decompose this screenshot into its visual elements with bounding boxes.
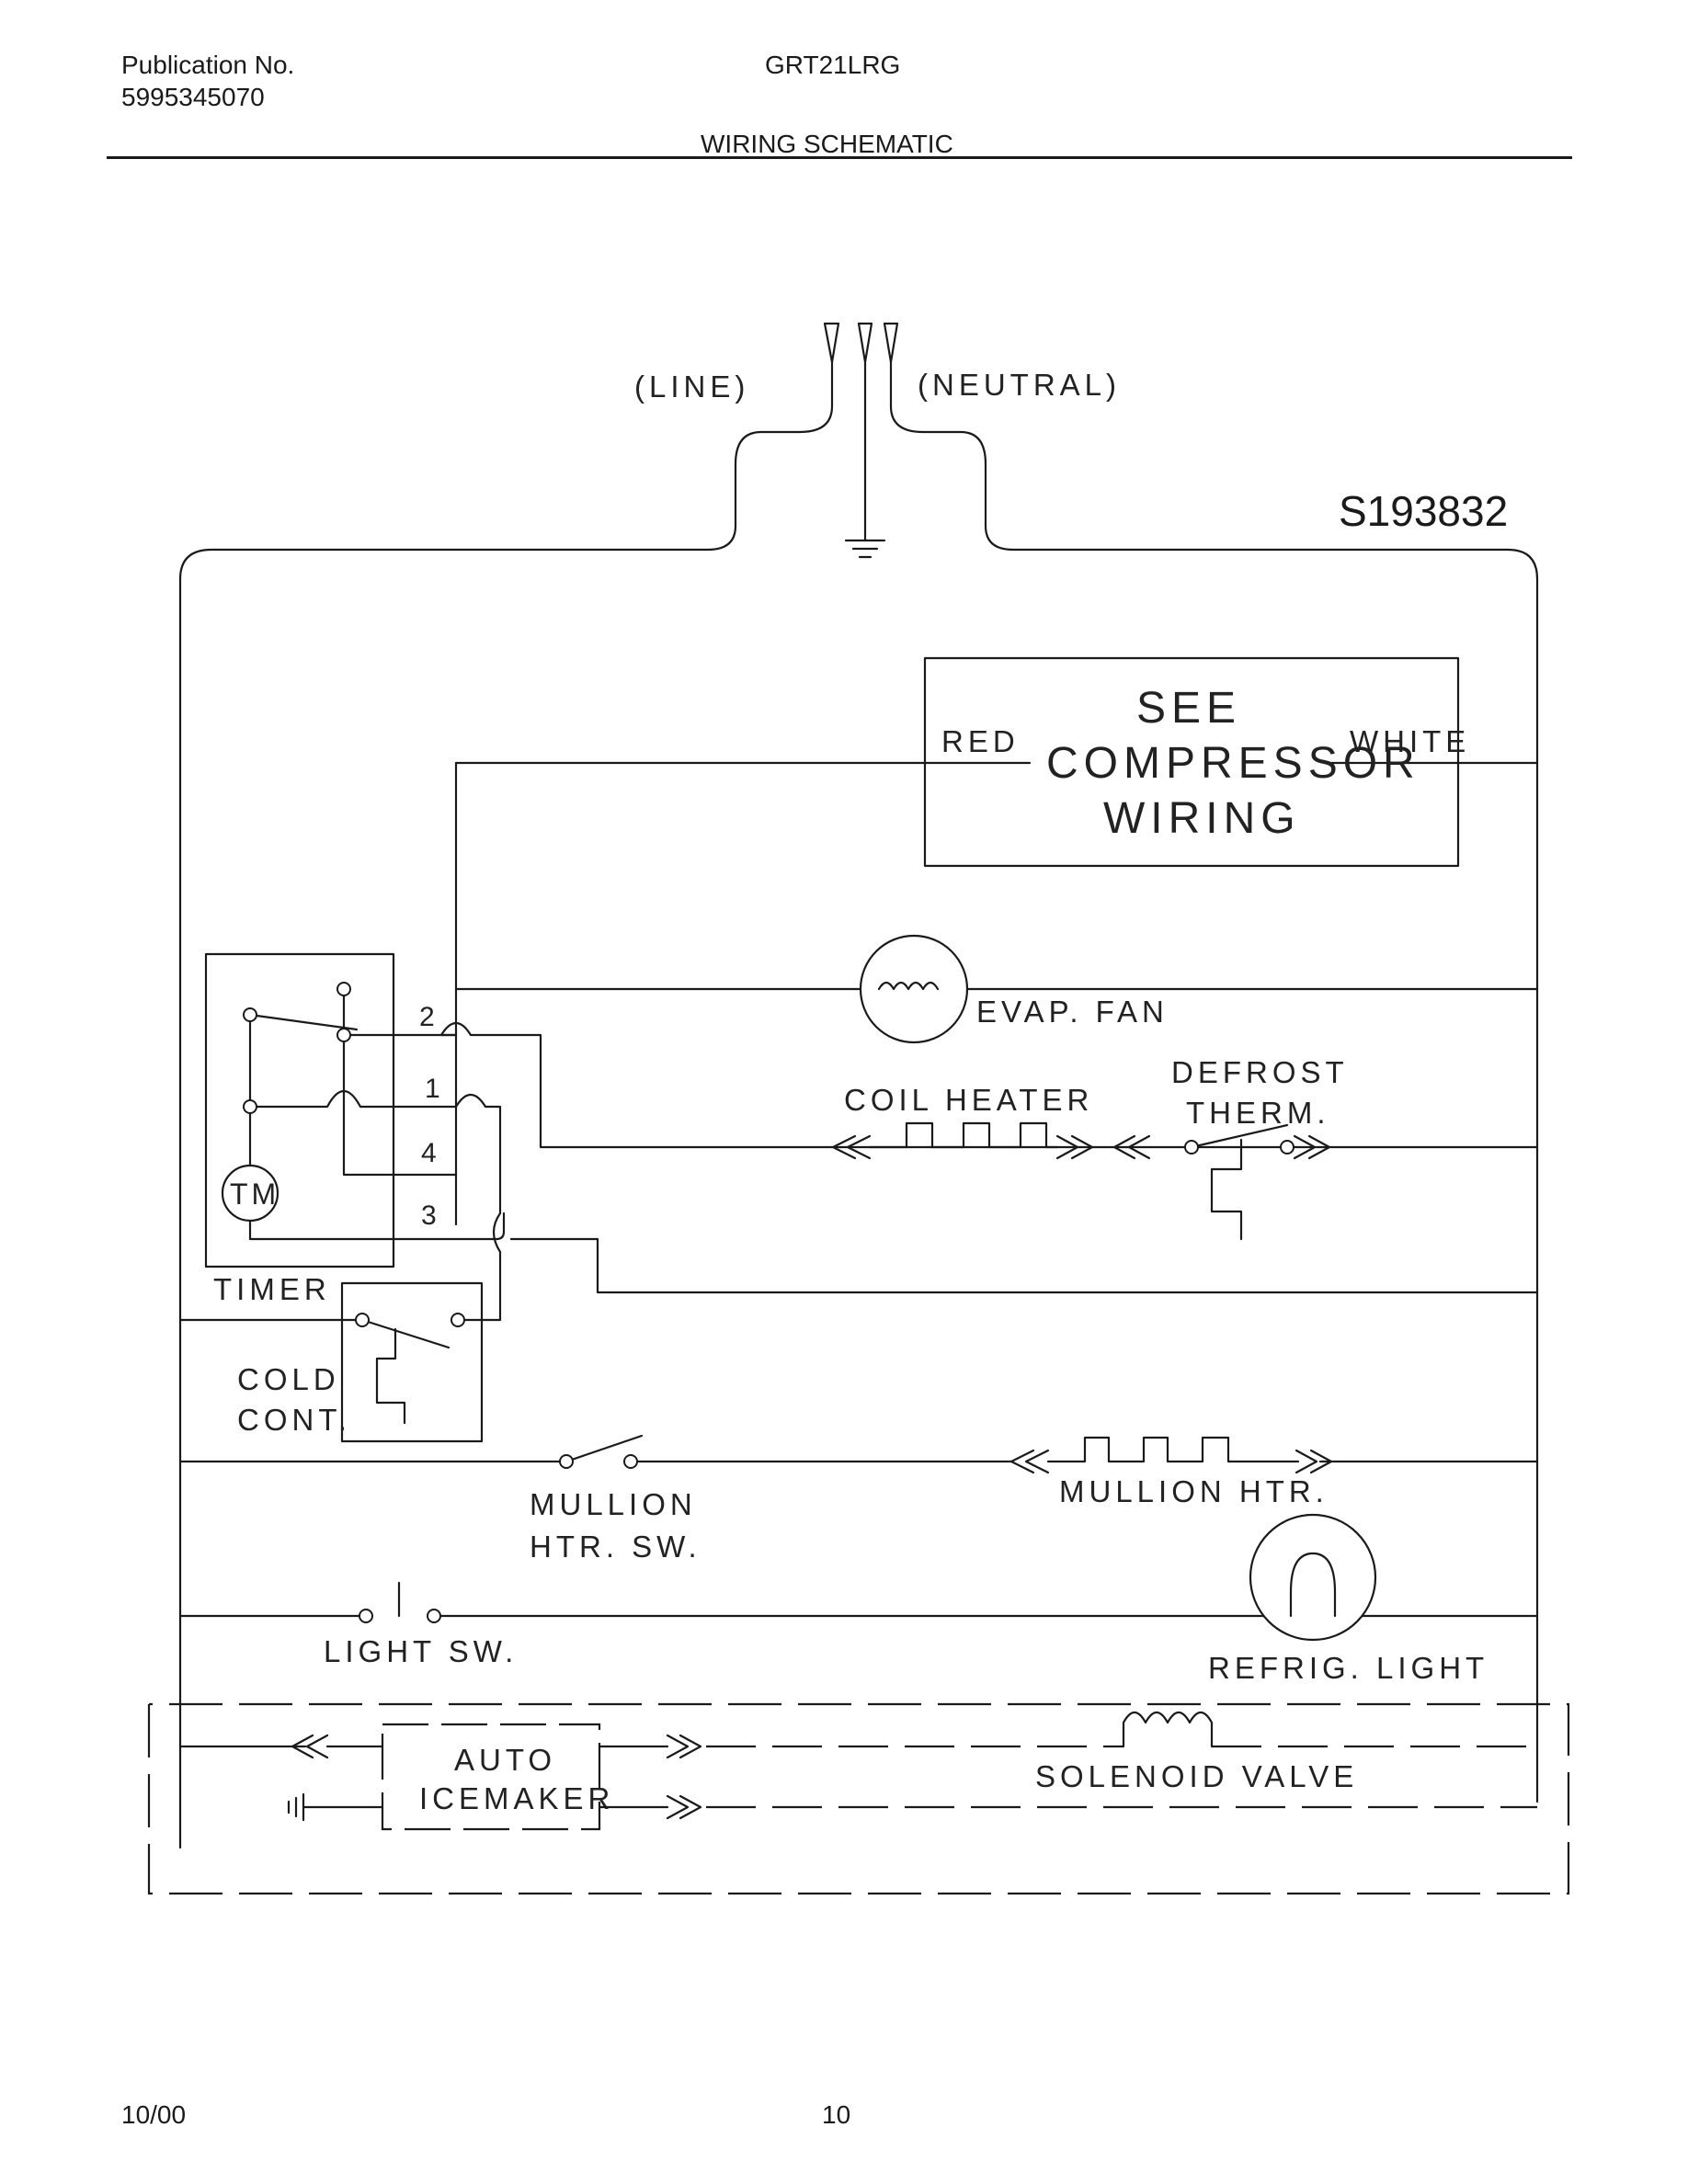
icemaker-optional-boundary	[147, 1702, 1570, 1895]
defrost-label: DEFROST	[1171, 1055, 1349, 1089]
defrost-left-connector	[1112, 1134, 1151, 1160]
footer-page: 10	[822, 2100, 851, 2129]
cold-control-feed	[454, 1093, 502, 1322]
icemaker-ground-icon	[287, 1792, 384, 1822]
coil-heater-label: COIL HEATER	[844, 1083, 1093, 1117]
mullion-left-connector	[1009, 1449, 1050, 1474]
icemaker-dashed-wires	[706, 1745, 1537, 1809]
refrig-light-icon	[1249, 1513, 1377, 1642]
icemaker-right-connector-b	[666, 1794, 702, 1820]
drawing-number: S193832	[1339, 487, 1508, 535]
timer-internal-wires	[248, 1013, 506, 1241]
line-label: (LINE)	[634, 370, 749, 404]
cold-control-arm	[360, 1318, 451, 1349]
power-cord	[178, 322, 1539, 1849]
white-label: WHITE	[1350, 724, 1470, 758]
terminal-1-label: 1	[425, 1074, 440, 1104]
timer-wires-b	[342, 987, 458, 1037]
wiring-label: WIRING	[1103, 794, 1301, 843]
mullion-htr-sw-label-1: MULLION	[530, 1487, 697, 1521]
timer-label: TIMER	[213, 1272, 331, 1306]
coil-heater-icon	[868, 1121, 1059, 1149]
icemaker-box	[381, 1723, 601, 1831]
cold-control-bellows-icon	[375, 1327, 406, 1425]
red-label: RED	[941, 724, 1020, 758]
section-title: WIRING SCHEMATIC	[701, 130, 953, 158]
fan-coil-icon	[877, 981, 940, 991]
mullion-htr-sw-label-2: HTR. SW.	[530, 1530, 701, 1564]
tm-label: TM	[230, 1177, 279, 1211]
defrost-therm-bimetal-icon	[1210, 1138, 1243, 1241]
defrost-therm-arm	[1190, 1123, 1289, 1149]
publication-label: Publication No.	[121, 51, 295, 79]
therm-label: THERM.	[1186, 1096, 1330, 1130]
mullion-heater-icon	[1046, 1436, 1300, 1463]
footer-date: 10/00	[121, 2100, 187, 2129]
model-number: GRT21LRG	[765, 51, 901, 79]
icemaker-right-connector-a	[666, 1734, 702, 1759]
light-sw-label: LIGHT SW.	[324, 1634, 518, 1668]
terminal-4-label: 4	[421, 1138, 437, 1168]
icemaker-left-connector	[291, 1734, 329, 1759]
refrig-light-label: REFRIG. LIGHT	[1208, 1651, 1488, 1685]
mullion-right-connector	[1295, 1449, 1333, 1474]
header-rule	[107, 156, 1572, 159]
solenoid-coil-icon	[1122, 1711, 1214, 1748]
terminal-3-wire	[509, 1237, 1539, 1294]
publication-number: 5995345070	[121, 83, 265, 111]
mullion-switch-arm	[565, 1434, 644, 1463]
see-label: SEE	[1136, 684, 1241, 733]
compressor-wires	[454, 761, 1539, 1226]
auto-label: AUTO	[454, 1743, 556, 1777]
evap-fan-label: EVAP. FAN	[976, 995, 1169, 1029]
cold-label: COLD	[237, 1362, 340, 1396]
timer-contact-arm	[248, 1013, 359, 1031]
timer-wires-a	[248, 1033, 458, 1177]
light-filament-icon	[1289, 1552, 1337, 1618]
mullion-htr-label: MULLION HTR.	[1059, 1474, 1329, 1508]
coil-heater-right-connector	[1055, 1134, 1094, 1160]
cont-label: CONT.	[237, 1403, 351, 1437]
compressor-label: COMPRESSOR	[1046, 739, 1420, 788]
terminal-3-label: 3	[421, 1200, 437, 1231]
coil-heater-left-connector	[831, 1134, 872, 1160]
icemaker-label: ICEMAKER	[419, 1781, 614, 1815]
timer-box	[204, 952, 395, 1268]
ground-icon	[844, 539, 886, 559]
terminal-2-label: 2	[419, 1002, 435, 1032]
cold-control-box	[340, 1281, 484, 1443]
neutral-label: (NEUTRAL)	[918, 368, 1121, 402]
defrost-right-connector	[1293, 1134, 1331, 1160]
evap-fan-icon	[859, 934, 969, 1044]
solenoid-valve-label: SOLENOID VALVE	[1035, 1759, 1358, 1793]
coil-heater-wire	[439, 1021, 1539, 1149]
